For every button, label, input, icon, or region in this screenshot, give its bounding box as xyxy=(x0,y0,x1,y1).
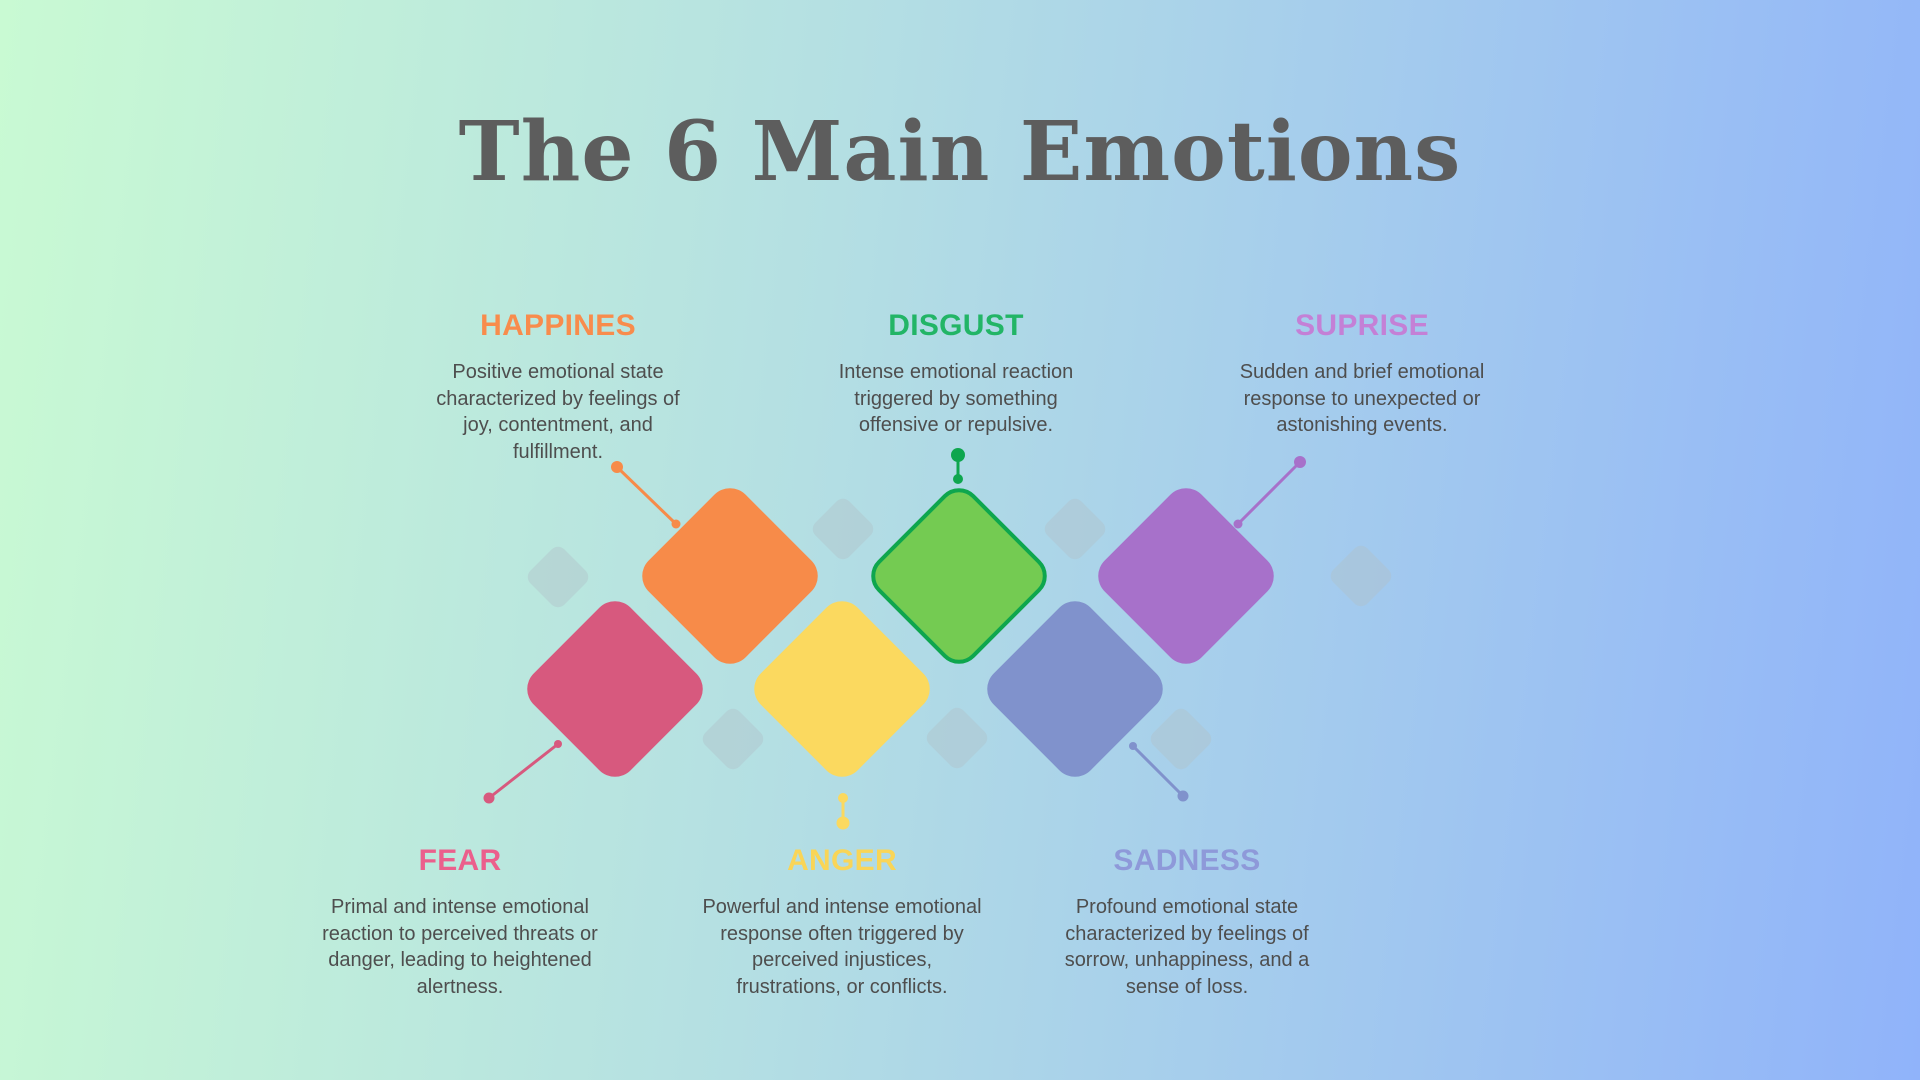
surprise-connector-line xyxy=(1236,460,1302,526)
background-diamond xyxy=(524,543,592,611)
happiness-block: HAPPINES Positive emotional state charac… xyxy=(368,308,748,465)
background-diamond xyxy=(809,495,877,563)
sadness-block: SADNESS Profound emotional state charact… xyxy=(997,843,1377,1000)
surprise-description: Sudden and brief emotional response to u… xyxy=(1239,361,1485,436)
fear-connector xyxy=(483,740,562,804)
anger-block: ANGER Powerful and intense emotional res… xyxy=(652,843,1032,1000)
sadness-label: SADNESS xyxy=(1113,844,1261,877)
anger-description: Powerful and intense emotional response … xyxy=(702,896,982,998)
anger-connector-end-dot xyxy=(836,816,850,830)
background-diamond xyxy=(1327,542,1395,610)
fear-connector-end-dot xyxy=(483,792,495,804)
anger-connector-start-dot xyxy=(838,793,848,803)
happiness-connector xyxy=(611,461,681,529)
background-diamond xyxy=(699,705,767,773)
fear-connector-start-dot xyxy=(554,740,562,748)
anger-label: ANGER xyxy=(787,844,897,877)
surprise-connector-end-dot xyxy=(1294,456,1306,468)
sadness-connector-start-dot xyxy=(1129,742,1137,750)
disgust-description: Intense emotional reaction triggered by … xyxy=(838,361,1074,436)
disgust-connector xyxy=(951,448,965,484)
surprise-label: SUPRISE xyxy=(1295,309,1429,342)
sadness-connector-end-dot xyxy=(1177,790,1189,802)
sadness-description: Profound emotional state characterized b… xyxy=(1064,896,1310,998)
happiness-label: HAPPINES xyxy=(480,309,636,342)
background-diamond xyxy=(1041,495,1109,563)
happiness-description: Positive emotional state characterized b… xyxy=(436,361,680,463)
happiness-connector-line xyxy=(615,465,678,526)
surprise-block: SUPRISE Sudden and brief emotional respo… xyxy=(1172,308,1552,439)
background-diamond xyxy=(1147,705,1215,773)
background-diamond xyxy=(923,704,991,772)
disgust-label: DISGUST xyxy=(888,309,1024,342)
disgust-block: DISGUST Intense emotional reaction trigg… xyxy=(766,308,1146,439)
happiness-connector-start-dot xyxy=(671,519,681,529)
disgust-connector-start-dot xyxy=(953,474,963,484)
fear-block: FEAR Primal and intense emotional reacti… xyxy=(270,843,650,1000)
disgust-connector-end-dot xyxy=(951,448,965,462)
surprise-connector xyxy=(1233,456,1306,529)
fear-description: Primal and intense emotional reaction to… xyxy=(322,896,598,998)
fear-label: FEAR xyxy=(418,844,502,877)
page-title: The 6 Main Emotions xyxy=(458,104,1462,200)
fear-connector-line xyxy=(488,742,559,800)
anger-connector xyxy=(836,793,850,830)
